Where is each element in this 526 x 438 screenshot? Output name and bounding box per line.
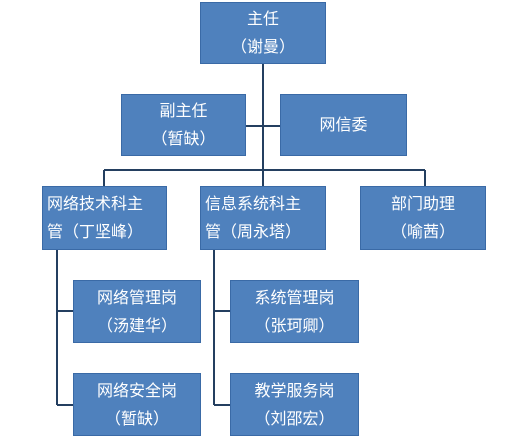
node-director-name: （谢曼） bbox=[230, 37, 295, 56]
node-network-security-name: （暂缺） bbox=[104, 408, 169, 428]
node-deputy-director-name: （暂缺） bbox=[151, 129, 216, 148]
node-network-tech-head-line2: 管（丁坚峰） bbox=[47, 222, 144, 241]
node-dept-assistant[interactable]: 部门助理 （喻茜） bbox=[360, 186, 486, 250]
node-dept-assistant-name: （喻茜） bbox=[390, 222, 455, 241]
node-network-security-title: 网络安全岗 bbox=[96, 380, 177, 400]
node-teaching-service-title: 教学服务岗 bbox=[254, 380, 335, 400]
node-director[interactable]: 主任 （谢曼） bbox=[200, 2, 326, 64]
node-info-system-head[interactable]: 信息系统科主 管（周永塔） bbox=[200, 186, 326, 250]
node-system-admin-name: （张珂卿） bbox=[254, 315, 335, 335]
node-info-system-head-line2: 管（周永塔） bbox=[205, 222, 302, 241]
node-network-tech-head-line1: 网络技术科主 bbox=[47, 194, 144, 213]
node-network-committee[interactable]: 网信委 bbox=[280, 94, 407, 156]
node-network-admin-title: 网络管理岗 bbox=[96, 287, 177, 307]
node-teaching-service-name: （刘邵宏） bbox=[254, 408, 335, 428]
node-director-title: 主任 bbox=[246, 9, 279, 28]
node-dept-assistant-title: 部门助理 bbox=[390, 194, 455, 213]
node-system-admin[interactable]: 系统管理岗 （张珂卿） bbox=[230, 280, 359, 343]
node-deputy-director-title: 副主任 bbox=[159, 101, 208, 120]
node-system-admin-title: 系统管理岗 bbox=[254, 287, 335, 307]
node-network-admin-name: （汤建华） bbox=[96, 315, 177, 335]
node-deputy-director[interactable]: 副主任 （暂缺） bbox=[121, 94, 246, 156]
node-network-tech-head[interactable]: 网络技术科主 管（丁坚峰） bbox=[42, 186, 167, 250]
node-network-admin[interactable]: 网络管理岗 （汤建华） bbox=[73, 280, 201, 343]
node-network-security[interactable]: 网络安全岗 （暂缺） bbox=[73, 373, 201, 436]
node-network-committee-title: 网信委 bbox=[319, 115, 368, 134]
node-teaching-service[interactable]: 教学服务岗 （刘邵宏） bbox=[230, 373, 359, 436]
node-info-system-head-line1: 信息系统科主 bbox=[205, 194, 302, 213]
